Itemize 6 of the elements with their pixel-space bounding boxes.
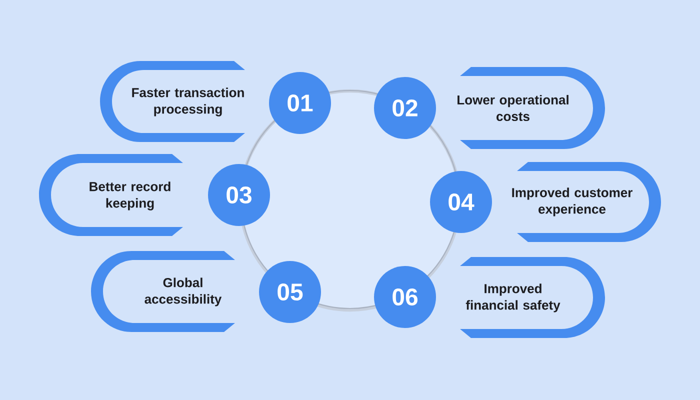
pill-box: Faster transaction processing: [100, 61, 245, 142]
pill-box: Global accessibility: [91, 251, 235, 332]
pill-box: Lower operational costs: [458, 67, 605, 149]
pill-box: Better record keeping: [39, 154, 183, 236]
pill-box: Improved financial safety: [460, 257, 605, 338]
pill-box: Improved customer experience: [512, 162, 661, 242]
